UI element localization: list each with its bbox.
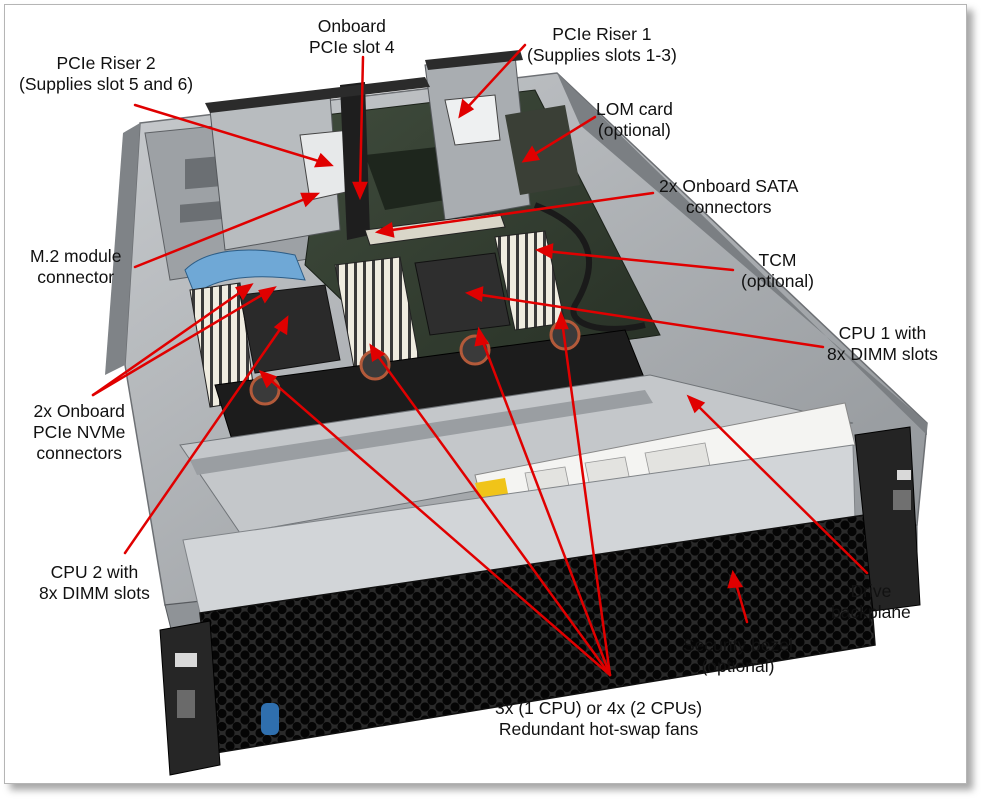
chassis-left-wall	[105, 123, 140, 375]
leader-fan-2	[373, 350, 612, 677]
leader-fan-3	[479, 335, 612, 677]
leader-lom-card	[528, 115, 597, 159]
drive-cage-top	[179, 374, 854, 534]
leader-cpu-2	[123, 323, 285, 555]
chassis-side-wall	[557, 73, 927, 435]
callout-pcie-riser-1: PCIe Riser 1(Supplies slots 1-3)	[527, 24, 677, 65]
leader-onboard-sata	[383, 191, 655, 233]
leader-drive-backplane	[693, 401, 869, 575]
callout-labels: PCIe Riser 2(Supplies slot 5 and 6) Onbo…	[5, 5, 966, 783]
callout-fans: 3x (1 CPU) or 4x (2 CPUs)Redundant hot-s…	[495, 698, 703, 739]
cpu-1-heatsink	[414, 252, 511, 336]
leader-onboard-pcie-slot-4	[358, 55, 365, 192]
callout-pcie-riser-2: PCIe Riser 2(Supplies slot 5 and 6)	[19, 53, 194, 94]
leader-nvme-b	[91, 290, 269, 397]
leader-pcie-riser-2	[133, 103, 327, 165]
leader-pcie-riser-1	[463, 43, 527, 112]
internal-cables	[533, 202, 646, 332]
leader-tcm	[543, 249, 735, 272]
sata-connector-strip	[364, 212, 506, 246]
leader-cpu-1	[473, 292, 825, 349]
callout-tcm: TCM(optional)	[741, 250, 814, 291]
leader-nvme-a	[91, 287, 247, 397]
figure-frame: PCIe Riser 2(Supplies slot 5 and 6) Onbo…	[4, 4, 967, 784]
leader-fan-4	[560, 319, 612, 677]
server-illustration	[91, 43, 928, 776]
leader-m2-connector	[133, 195, 312, 269]
callout-lom-card: LOM card(optional)	[596, 99, 673, 140]
nvme-cables	[184, 249, 306, 296]
callout-security-bezel: Security bezel(optional)	[683, 635, 793, 676]
leader-lines	[91, 43, 869, 677]
leader-fan-1	[265, 375, 612, 677]
